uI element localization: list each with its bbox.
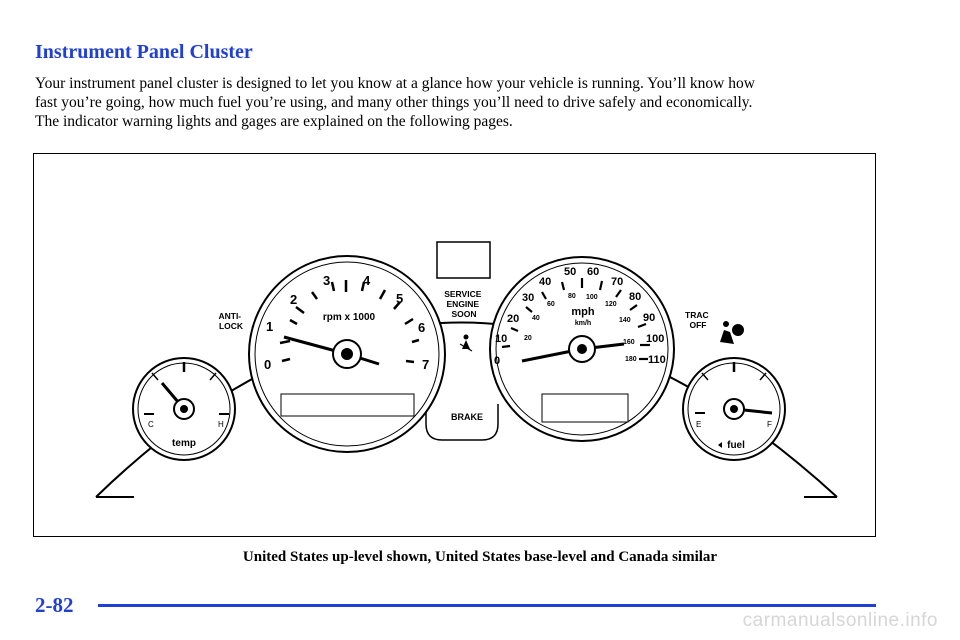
tach-number-5: 5 <box>396 291 403 306</box>
trip-display <box>541 393 629 423</box>
trac-off-indicator: TRAC OFF <box>685 310 711 330</box>
indicator-window <box>436 241 491 279</box>
fuel-label: fuel <box>727 440 745 451</box>
airbag-icon <box>720 321 744 344</box>
tach-number-3: 3 <box>323 273 330 288</box>
temp-label: temp <box>172 438 196 449</box>
fuel-gauge: E F fuel <box>682 357 786 461</box>
tach-number-0: 0 <box>264 357 271 372</box>
intro-line: fast you’re going, how much fuel you’re … <box>35 94 753 111</box>
mph-number-110: 110 <box>648 354 666 366</box>
tach-number-4: 4 <box>363 273 371 288</box>
page-number: 2-82 <box>35 593 74 617</box>
fuel-door-arrow-icon <box>718 442 722 448</box>
seatbelt-icon <box>459 334 473 352</box>
temp-high-label: H <box>218 420 224 429</box>
mph-number-50: 50 <box>564 266 576 278</box>
temp-gauge: C H temp <box>132 357 236 461</box>
kmh-number-20: 20 <box>524 335 532 342</box>
tach-number-1: 1 <box>266 319 273 334</box>
footer-rule <box>98 604 876 607</box>
center-console-pocket <box>425 404 499 441</box>
figure-caption: United States up-level shown, United Sta… <box>242 549 718 565</box>
odometer-display <box>280 393 415 417</box>
kmh-number-180: 180 <box>625 356 637 363</box>
brake-indicator: BRAKE <box>451 412 483 422</box>
watermark: carmanualsonline.info <box>742 610 938 631</box>
mph-number-90: 90 <box>643 312 655 324</box>
section-title: Instrument Panel Cluster <box>35 41 253 63</box>
kmh-label: km/h <box>575 320 591 327</box>
tach-number-7: 7 <box>422 357 429 372</box>
fuel-full-label: F <box>767 420 772 429</box>
kmh-number-140: 140 <box>619 317 631 324</box>
kmh-number-80: 80 <box>568 293 576 300</box>
mph-number-10: 10 <box>495 333 507 345</box>
service-engine-soon-indicator: SERVICE ENGINE SOON <box>444 289 484 319</box>
mph-number-80: 80 <box>629 291 641 303</box>
tach-number-2: 2 <box>290 292 297 307</box>
tach-number-6: 6 <box>418 320 425 335</box>
kmh-number-120: 120 <box>605 301 617 308</box>
instrument-cluster-illustration: C H temp rpm x 1000 0 1 2 3 4 5 6 7 <box>95 241 838 498</box>
mph-number-100: 100 <box>646 333 664 345</box>
temp-low-label: C <box>148 420 154 429</box>
anti-lock-indicator: ANTI- LOCK <box>218 311 243 331</box>
tach-label: rpm x 1000 <box>323 312 376 323</box>
intro-line: The indicator warning lights and gages a… <box>35 113 513 130</box>
mph-number-30: 30 <box>522 292 534 304</box>
mph-number-70: 70 <box>611 276 623 288</box>
kmh-number-160: 160 <box>623 339 635 346</box>
speedometer: mph km/h 0 10 20 30 40 50 60 70 80 90 10… <box>489 256 675 442</box>
intro-paragraph: Your instrument panel cluster is designe… <box>35 74 885 131</box>
tachometer: rpm x 1000 0 1 2 3 4 5 6 7 <box>248 255 446 453</box>
kmh-number-60: 60 <box>547 301 555 308</box>
kmh-number-40: 40 <box>532 315 540 322</box>
mph-number-20: 20 <box>507 313 519 325</box>
kmh-number-100: 100 <box>586 294 598 301</box>
mph-number-40: 40 <box>539 276 551 288</box>
mph-number-0: 0 <box>494 355 500 367</box>
instrument-panel-figure: C H temp rpm x 1000 0 1 2 3 4 5 6 7 <box>33 153 876 537</box>
mph-number-60: 60 <box>587 266 599 278</box>
fuel-empty-label: E <box>696 420 701 429</box>
mph-label: mph <box>571 306 595 318</box>
intro-line: Your instrument panel cluster is designe… <box>35 75 755 92</box>
